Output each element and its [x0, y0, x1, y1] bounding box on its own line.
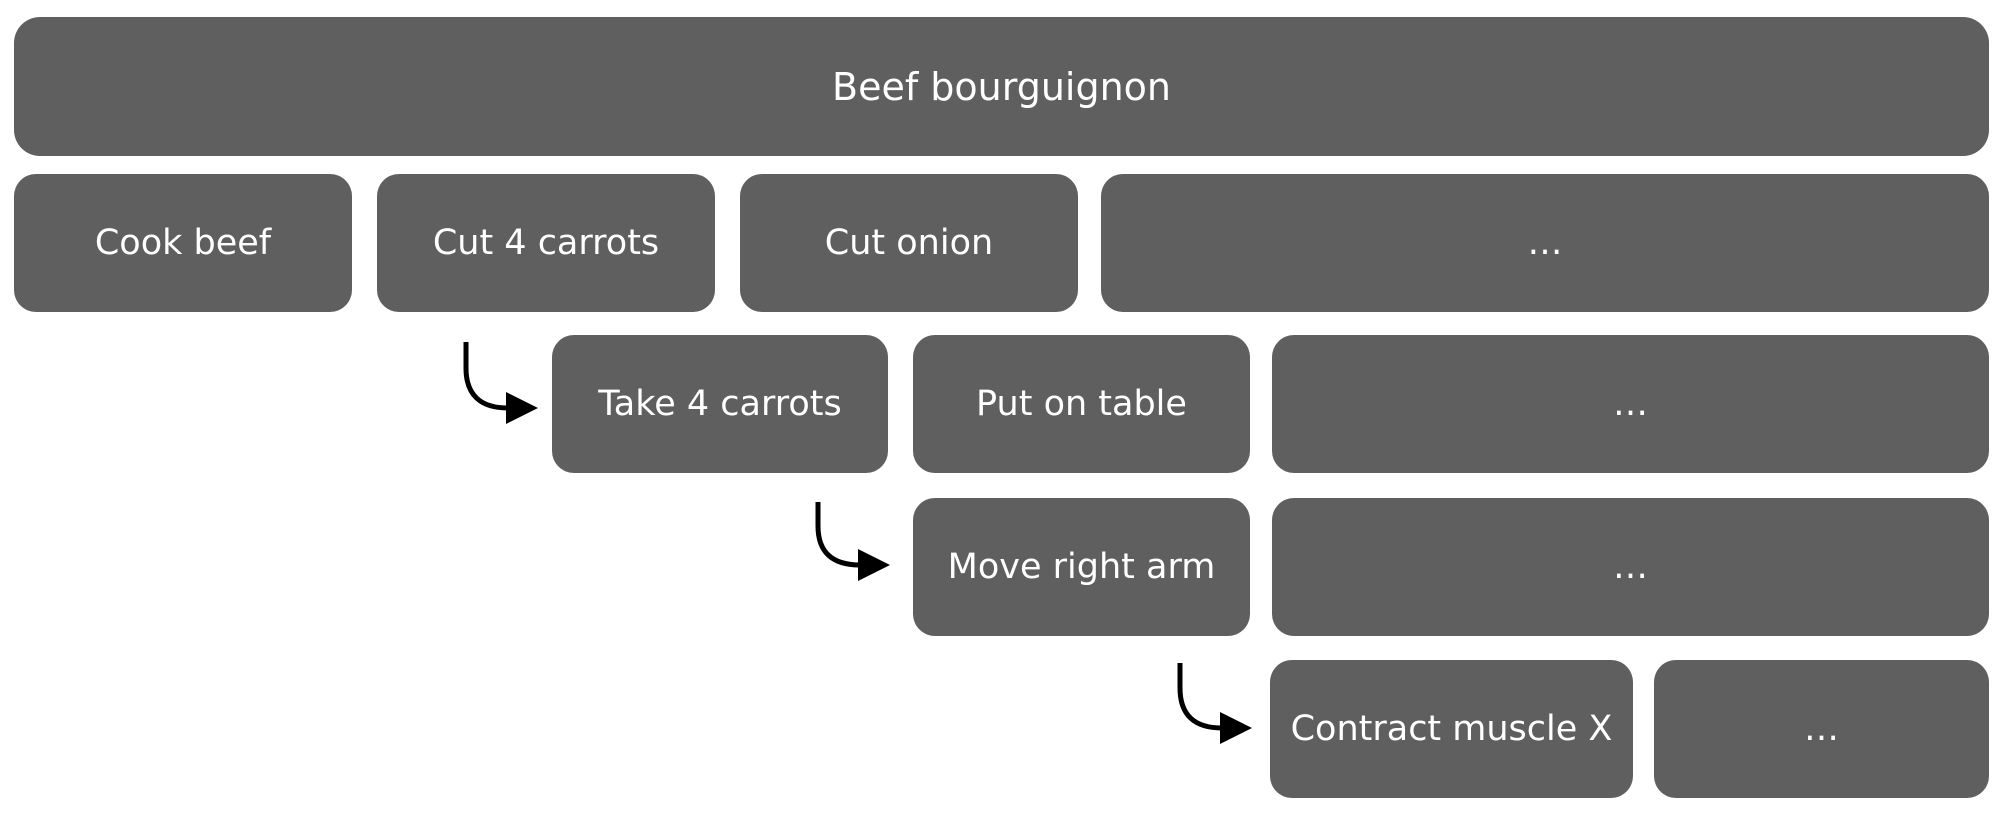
subtask-label: … — [1527, 223, 1563, 263]
subtask-box-move-right-arm: Move right arm — [913, 498, 1250, 636]
subtask-label: … — [1613, 547, 1648, 587]
subtask-box-ellipsis: … — [1272, 498, 1989, 636]
subtask-box-ellipsis: … — [1654, 660, 1989, 798]
decomposition-arrow-3 — [1177, 663, 1252, 744]
subtask-label: Cut 4 carrots — [432, 223, 660, 263]
subtask-label: Cut onion — [824, 223, 994, 263]
subtask-box-take-carrots: Take 4 carrots — [552, 335, 888, 473]
subtask-box-put-on-table: Put on table — [913, 335, 1250, 473]
subtask-box-cut-onion: Cut onion — [740, 174, 1078, 312]
subtask-label: Contract muscle X — [1290, 709, 1613, 749]
subtask-label: … — [1804, 709, 1839, 749]
subtask-box-cut-carrots: Cut 4 carrots — [377, 174, 715, 312]
decomposition-arrow-2 — [815, 502, 890, 581]
subtask-label: Cook beef — [94, 223, 272, 263]
subtask-label: Move right arm — [947, 547, 1216, 587]
subtask-label: … — [1613, 384, 1648, 424]
subtask-label: Take 4 carrots — [598, 384, 842, 424]
root-task-box: Beef bourguignon — [14, 17, 1989, 156]
root-task-label: Beef bourguignon — [832, 64, 1171, 109]
decomposition-arrow-1 — [463, 342, 538, 424]
subtask-box-cook-beef: Cook beef — [14, 174, 352, 312]
subtask-box-ellipsis: … — [1272, 335, 1989, 473]
subtask-label: Put on table — [976, 384, 1187, 424]
subtask-box-contract-muscle: Contract muscle X — [1270, 660, 1633, 798]
subtask-box-ellipsis: … — [1101, 174, 1989, 312]
